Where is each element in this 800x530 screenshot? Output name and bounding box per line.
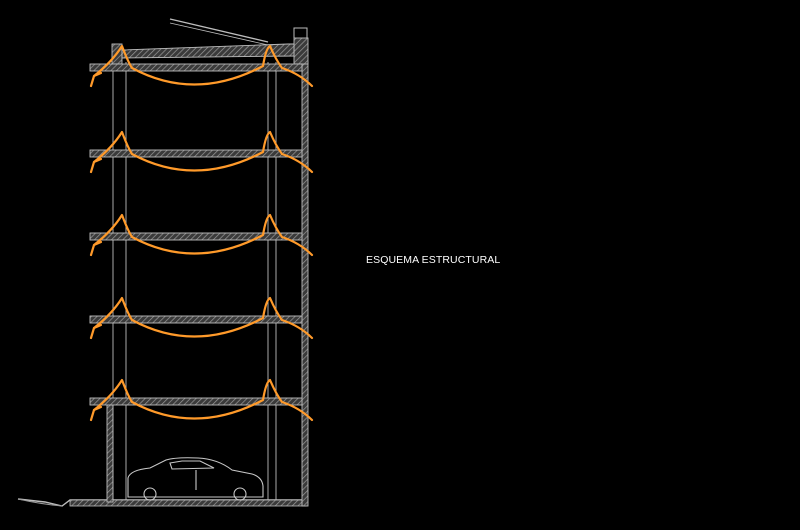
ground [17,498,307,507]
roof [111,18,295,65]
car-icon [127,457,264,501]
moment-diagrams [89,44,314,422]
moment-tick [92,157,103,164]
columns [112,62,277,500]
floor-slab [89,315,303,324]
moment-tick [92,71,103,78]
moment-curve [89,130,314,174]
moment-curve [89,44,314,88]
floor-slab [89,149,303,158]
right-wall [293,27,309,507]
floor-slab [89,63,303,72]
floor-slab [89,232,303,241]
moment-tick [92,405,103,412]
moment-curve [89,213,314,257]
basement-left-wall [106,401,114,503]
floor-slabs [89,63,303,406]
moment-curve [89,378,314,422]
floor-slab [89,397,303,406]
diagram-title: ESQUEMA ESTRUCTURAL [366,254,501,266]
moment-tick [92,240,103,247]
moment-tick [92,323,103,330]
moment-curve [89,296,314,340]
